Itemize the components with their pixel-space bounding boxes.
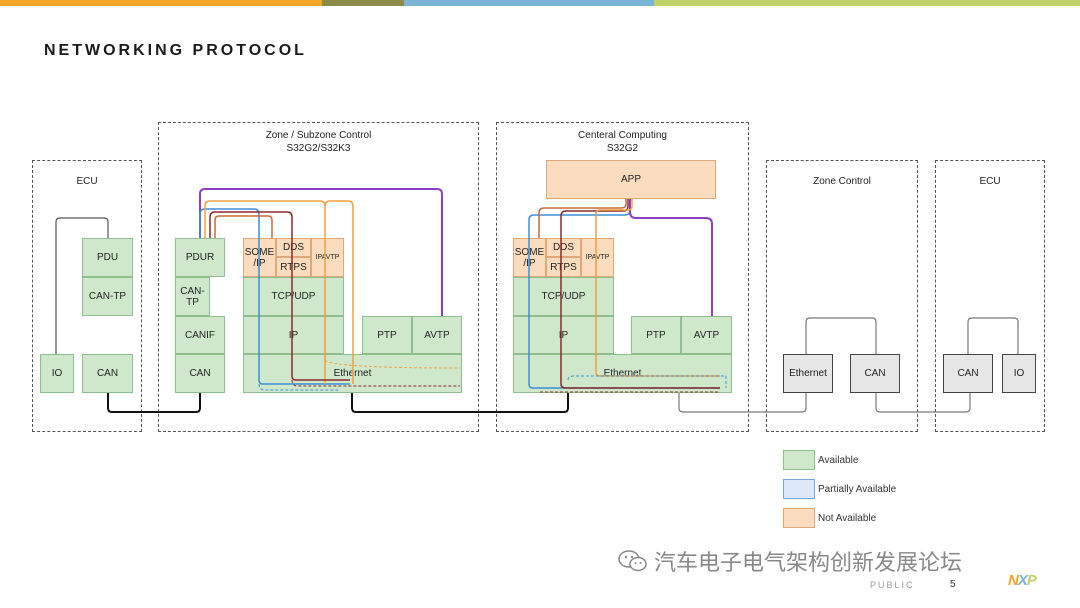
subzone-canif: CANIF — [175, 316, 225, 354]
subzone-ptp: PTP — [362, 316, 412, 354]
legend-not-available-label: Not Available — [818, 513, 877, 524]
legend-partial-swatch — [783, 479, 815, 499]
page-title: NETWORKING PROTOCOL — [44, 42, 307, 59]
subzone-can-tp: CAN- TP — [175, 277, 210, 316]
footer-public: PUBLIC — [870, 580, 915, 590]
central-ipavtp: IPAVTP — [581, 238, 614, 277]
ecu-left-io: IO — [40, 354, 74, 393]
ecu-left-can-tp: CAN-TP — [82, 277, 133, 316]
zone-ecu-left: ECU — [32, 160, 142, 432]
central-avtp: AVTP — [681, 316, 732, 354]
bar-segment-orange — [0, 0, 322, 6]
subzone-dds: DDS — [276, 238, 311, 257]
central-blue-path — [528, 199, 720, 389]
central-tcp-udp: TCP/UDP — [513, 277, 614, 316]
zone-to-ecu-right-wire — [875, 393, 971, 413]
subzone-can: CAN — [175, 354, 225, 393]
central-purple-path — [629, 199, 713, 316]
subzone-brown-path — [214, 215, 273, 238]
subzone-ip: IP — [243, 316, 344, 354]
zone-central-subtitle: S32G2 — [606, 143, 639, 154]
central-ptp: PTP — [631, 316, 681, 354]
central-maroon-path — [560, 199, 720, 389]
zone-control-can: CAN — [850, 354, 900, 393]
subzone-rtps: RTPS — [276, 257, 311, 277]
central-ip: IP — [513, 316, 614, 354]
subzone-orange-path-2 — [324, 200, 354, 384]
zone-subzone-subtitle: S32G2/S32K3 — [286, 143, 351, 154]
central-app: APP — [546, 160, 716, 199]
zone-ecu-right: ECU — [935, 160, 1045, 432]
legend-available-swatch — [783, 450, 815, 470]
ethernet-backbone-wire — [351, 393, 569, 413]
central-rtps: RTPS — [546, 257, 581, 277]
central-dds: DDS — [546, 238, 581, 257]
watermark-text: 汽车电子电气架构创新发展论坛 — [654, 551, 963, 576]
legend-available-label: Available — [818, 455, 859, 466]
zone-subzone-control: Zone / Subzone Control S32G2/S32K3 — [158, 122, 479, 432]
subzone-orange-path — [204, 200, 326, 384]
zone-central-title: Centeral Computing — [578, 130, 667, 141]
ecu-left-io-pdu-wire — [55, 217, 109, 354]
zone-zone-control: Zone Control — [766, 160, 918, 432]
ecu-right-loop-wire — [967, 317, 1019, 354]
central-ethernet: Ethernet — [513, 354, 732, 393]
bar-segment-green — [654, 0, 1080, 6]
nxp-logo: NXP — [1008, 572, 1037, 589]
ecu-left-can: CAN — [82, 354, 133, 393]
subzone-ipavtp: IPAVTP — [311, 238, 344, 277]
subzone-avtp: AVTP — [412, 316, 462, 354]
subzone-tcp-udp: TCP/UDP — [243, 277, 344, 316]
bar-segment-olive — [322, 0, 404, 6]
ecu-left-pdu: PDU — [82, 238, 133, 277]
top-color-bar — [0, 0, 1080, 6]
bar-segment-blue — [404, 0, 654, 6]
central-brown-path — [538, 199, 627, 238]
zone-control-loop-wire — [805, 317, 877, 354]
subzone-maroon-path — [209, 211, 350, 381]
subzone-blue-path — [199, 208, 350, 385]
zone-control-ethernet: Ethernet — [783, 354, 833, 393]
zone-subzone-title: Zone / Subzone Control — [265, 130, 372, 141]
central-orange-path — [595, 199, 720, 377]
ecu-right-io: IO — [1002, 354, 1036, 393]
subzone-pdur: PDUR — [175, 238, 225, 277]
subzone-purple-path — [199, 188, 443, 316]
legend-partial-label: Partially Available — [818, 484, 897, 495]
can-bus-wire — [107, 393, 201, 413]
zone-central-computing: Centeral Computing S32G2 — [496, 122, 749, 432]
page-number: 5 — [950, 579, 956, 590]
ecu-right-can: CAN — [943, 354, 993, 393]
wechat-icon — [618, 550, 647, 572]
legend-not-available-swatch — [783, 508, 815, 528]
central-to-zone-wire — [678, 393, 807, 413]
zone-ecu-right-title: ECU — [979, 176, 1001, 187]
zone-ecu-left-title: ECU — [76, 176, 98, 187]
zone-zone-control-title: Zone Control — [813, 176, 871, 187]
